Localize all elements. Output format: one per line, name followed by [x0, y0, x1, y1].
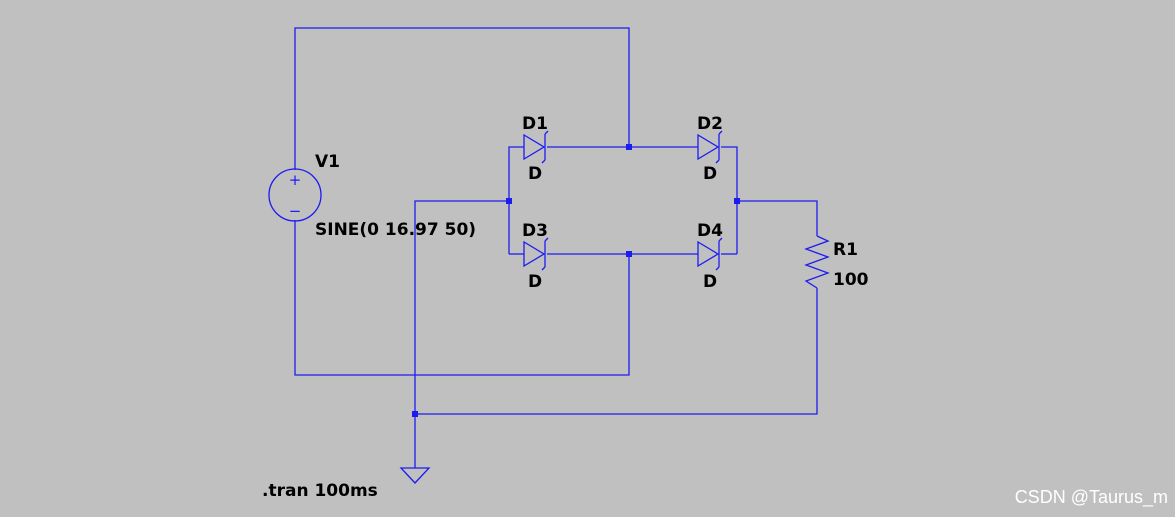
diode-d2-name: D2 [697, 114, 723, 134]
wire-top-branch[interactable] [508, 146, 524, 201]
diode-bar-tick [544, 237, 549, 242]
source-plus-sign: + [289, 171, 302, 189]
source-value-label: SINE(0 16.97 50) [315, 220, 476, 240]
diode-d1[interactable] [523, 130, 549, 164]
diode-d4-model: D [703, 272, 717, 292]
wire-source-top[interactable] [294, 27, 630, 170]
diode-d2-model: D [703, 164, 717, 184]
junction-dot [626, 251, 632, 257]
diode-d4[interactable] [697, 237, 723, 271]
diode-bar-tick [715, 159, 720, 164]
diode-bar-tick [544, 130, 549, 135]
voltage-source-v1[interactable]: + − [268, 168, 322, 222]
resistor-name-label: R1 [833, 240, 858, 260]
diode-triangle [697, 133, 720, 161]
resistor-value-label: 100 [833, 270, 869, 290]
junction-dot [734, 198, 740, 204]
ground-symbol[interactable] [399, 467, 431, 484]
diode-d1-model: D [528, 164, 542, 184]
junction-dot [506, 198, 512, 204]
diode-triangle [523, 133, 546, 161]
wire-output-to-r1[interactable] [737, 200, 818, 236]
diode-d4-name: D4 [697, 221, 723, 241]
wire-r1-to-ground[interactable] [415, 288, 818, 415]
wire-d2-output[interactable] [721, 146, 738, 254]
source-minus-sign: − [289, 202, 302, 220]
diode-bar-tick [718, 130, 723, 135]
watermark: CSDN @Taurus_m [1015, 487, 1168, 508]
diode-bar-tick [718, 237, 723, 242]
diode-triangle [697, 240, 720, 268]
source-name-label: V1 [315, 152, 340, 172]
diode-d3-name: D3 [522, 221, 548, 241]
junction-dot [626, 144, 632, 150]
resistor-zigzag [804, 235, 830, 289]
spice-directive[interactable]: .tran 100ms [262, 481, 378, 501]
diode-bar-tick [715, 266, 720, 271]
diode-bar-tick [541, 159, 546, 164]
wire-source-bottom[interactable] [294, 220, 630, 376]
diode-d3-model: D [528, 272, 542, 292]
ground-triangle [399, 467, 431, 484]
resistor-r1[interactable] [804, 235, 830, 289]
diode-d1-name: D1 [522, 114, 548, 134]
diode-bar-tick [541, 266, 546, 271]
junction-dot [412, 411, 418, 417]
diode-triangle [523, 240, 546, 268]
source-circle [268, 168, 322, 222]
junctions [412, 144, 740, 417]
diode-d2[interactable] [697, 130, 723, 164]
diode-d3[interactable] [523, 237, 549, 271]
wire-ground-to-left-node[interactable] [414, 200, 509, 468]
wires [294, 27, 818, 468]
